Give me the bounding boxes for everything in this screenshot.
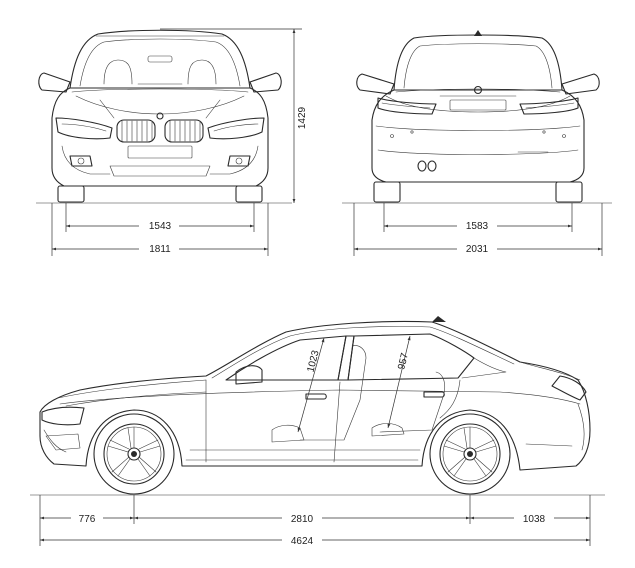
dim-width-mirrors-label: 2031: [466, 244, 489, 255]
left-headlight: [55, 117, 113, 140]
rear-right-mirror: [561, 73, 600, 95]
front-window: [225, 335, 347, 381]
front-right-tire: [235, 185, 263, 203]
rear-window: [347, 333, 475, 381]
rear-seat: [379, 371, 446, 433]
dim-front-track-label: 1543: [149, 221, 172, 232]
dim-front-width-label: 1811: [149, 244, 171, 255]
side-tail-light: [551, 375, 587, 401]
b-pillar: [337, 335, 355, 381]
right-tail-light: [519, 97, 579, 115]
front-left-tire: [57, 185, 85, 203]
interior-mirror: [147, 55, 173, 63]
right-mirror: [249, 72, 282, 93]
exhaust-tip-2: [427, 160, 437, 172]
front-view: 1429 1543 1811: [36, 28, 308, 256]
dim-rear-overhang-label: 1038: [523, 514, 546, 525]
front-wheel: [93, 413, 175, 495]
side-headlight: [41, 406, 85, 426]
front-bumper-intake: [45, 433, 81, 451]
rear-badge: [473, 85, 483, 95]
kidney-grille: [116, 119, 204, 143]
rear-right-tire: [555, 181, 583, 203]
left-mirror: [38, 72, 71, 93]
dim-front-headroom-label: 1023: [306, 349, 322, 374]
exhaust-tip-1: [417, 160, 427, 172]
dim-rear-track-label: 1583: [466, 221, 489, 232]
side-mirror: [235, 365, 263, 385]
shoulder-line: [59, 389, 581, 405]
rear-license-plate: [449, 99, 507, 111]
right-headlight: [207, 117, 265, 140]
side-view: 1023 957 776: [30, 316, 605, 547]
rear-view: 1583 2031: [342, 30, 612, 256]
rear-wheel: [429, 413, 511, 495]
dim-rear-headroom-label: 957: [396, 352, 411, 371]
rear-left-mirror: [356, 73, 395, 95]
right-fog-light: [227, 155, 251, 167]
front-badge: [156, 112, 164, 120]
front-license-plate: [127, 145, 193, 159]
dim-front-overhang-label: 776: [79, 514, 96, 525]
front-seat: [299, 345, 367, 441]
dim-height-label: 1429: [297, 106, 308, 129]
dim-wheelbase-label: 2810: [291, 514, 314, 525]
rear-left-tire: [373, 181, 401, 203]
left-fog-light: [69, 155, 93, 167]
dim-length-label: 4624: [291, 536, 314, 547]
front-door-handle: [305, 393, 327, 400]
left-tail-light: [377, 97, 437, 115]
rear-door-handle: [423, 391, 445, 398]
